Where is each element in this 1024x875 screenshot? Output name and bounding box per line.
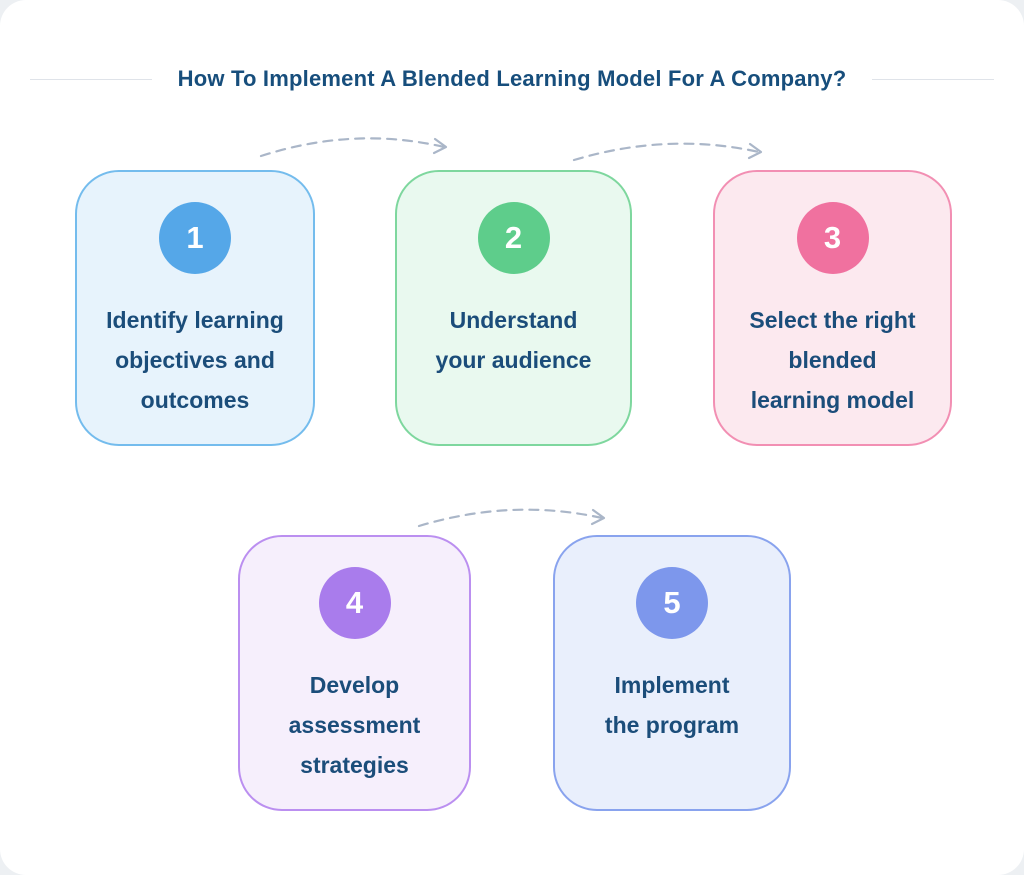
step-card-1: 1 Identify learning objectives and outco…	[75, 170, 315, 446]
step-number: 5	[663, 585, 681, 620]
step-number: 4	[345, 585, 364, 620]
arrow-step4-to-step5-icon	[417, 508, 606, 528]
step-label: Implement the program	[604, 672, 740, 738]
arrow-step2-to-step3-icon	[572, 142, 763, 162]
step-label: Develop assessment strategies	[288, 672, 421, 778]
step-label: Select the right blended learning model	[749, 307, 916, 413]
step-number: 2	[504, 220, 523, 255]
step-number-circle: 4	[318, 567, 391, 639]
step-card-2: 2 Understand your audience	[395, 170, 632, 446]
step-number-circle: 5	[636, 567, 708, 639]
step-card-3: 3 Select the right blended learning mode…	[713, 170, 952, 446]
page-title: How To Implement A Blended Learning Mode…	[177, 66, 847, 91]
title-left-rule	[30, 78, 152, 80]
step-card-4: 4 Develop assessment strategies	[238, 535, 471, 811]
header: How To Implement A Blended Learning Mode…	[0, 66, 1024, 92]
step-label: Identify learning objectives and outcome…	[106, 307, 284, 413]
step-number: 1	[186, 220, 204, 255]
step-number: 3	[823, 220, 842, 255]
step-card-5: 5 Implement the program	[553, 535, 791, 811]
title-right-rule	[872, 78, 994, 80]
step-label: Understand your audience	[435, 307, 592, 373]
step-number-circle: 2	[477, 202, 550, 274]
arrow-step1-to-step2-icon	[259, 137, 448, 158]
step-number-circle: 3	[796, 202, 869, 274]
step-number-circle: 1	[159, 202, 231, 274]
